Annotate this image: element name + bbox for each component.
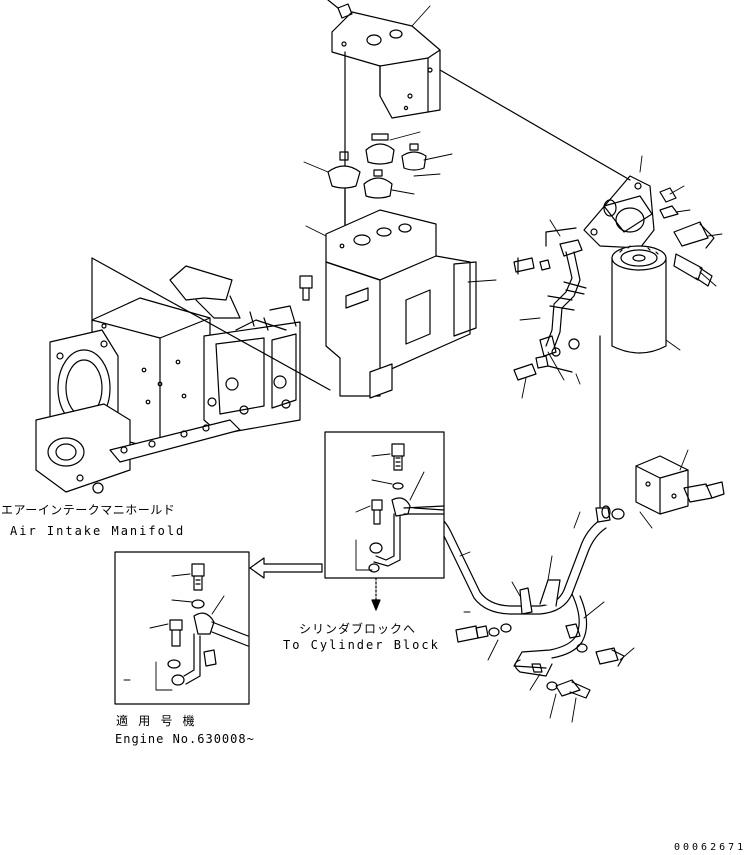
top-bracket (331, 11, 441, 119)
hollow-arrow (249, 557, 323, 579)
oil-pipe-bolts (455, 623, 625, 699)
down-arrow (371, 577, 381, 611)
oil-filter-cartridge (611, 245, 667, 354)
callout-leaders (303, 5, 723, 723)
filter-head (583, 175, 655, 249)
upper-tube-bolts (513, 227, 577, 381)
detail-box-cylinder (324, 431, 445, 579)
junction-block (601, 455, 725, 520)
cylinder-label-en: To Cylinder Block (283, 638, 440, 652)
engine-number-label: Engine No.630008~ (115, 732, 255, 746)
leader-line (91, 257, 331, 391)
manifold-label-jp: エアーインテークマニホールド (1, 503, 176, 517)
upper-oil-tube (539, 239, 587, 357)
rubber-mounts (327, 133, 427, 199)
filter-bolts (659, 187, 715, 287)
main-bracket (325, 209, 477, 399)
applicable-label-jp: 適 用 号 機 (116, 714, 197, 728)
part-number: 00062671 (674, 842, 747, 853)
bracket-bolt (299, 275, 313, 301)
air-intake-manifold (35, 265, 301, 494)
manifold-label-en: Air Intake Manifold (10, 524, 186, 538)
cylinder-label-jp: シリンダブロックへ (299, 622, 417, 636)
detail-box-engine (114, 551, 250, 705)
top-bolt (327, 0, 353, 19)
leader-line (439, 69, 631, 181)
